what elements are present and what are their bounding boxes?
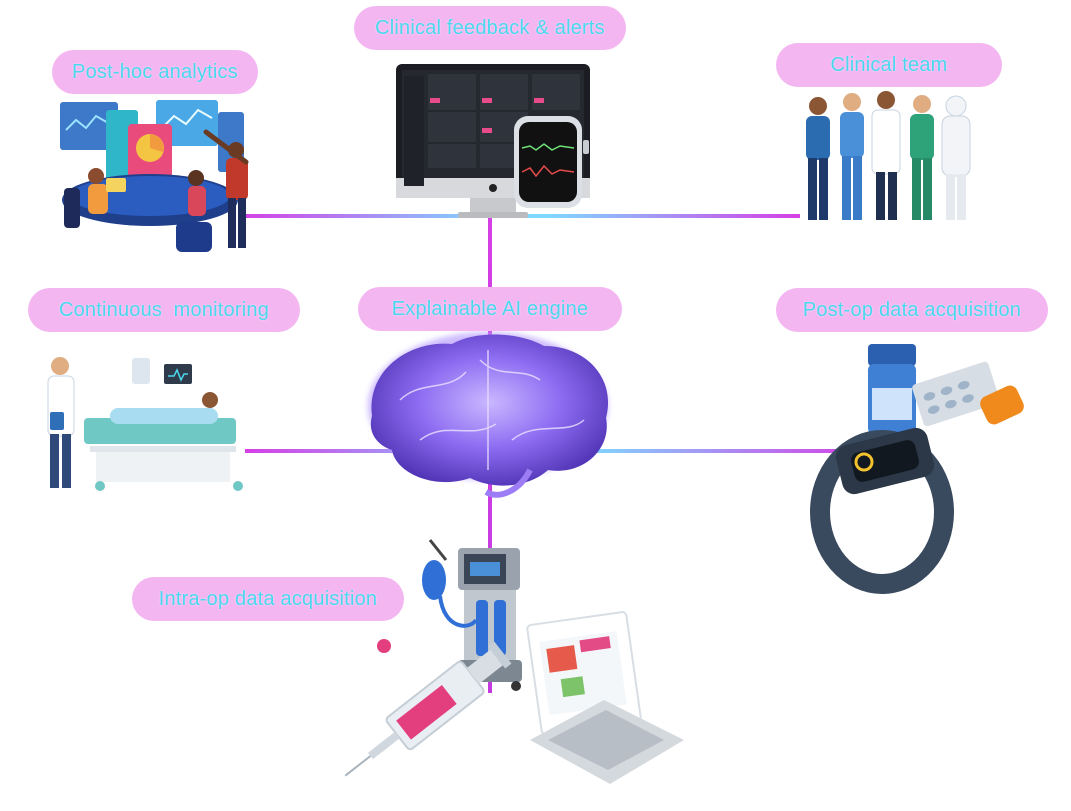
- node-post-op-data-acquisition-label: Post-op data acquisition: [802, 298, 1022, 321]
- continuous-monitoring-illustration: [47, 357, 243, 491]
- post-hoc-analytics-illustration: [60, 100, 249, 252]
- node-intra-op-data-acquisition: Intra-op data acquisition: [132, 577, 404, 621]
- node-continuous-monitoring: Continuous monitoring: [28, 288, 300, 332]
- ai-brain-illustration: [368, 332, 609, 498]
- clinical-team-illustration: [806, 91, 971, 220]
- post-op-acquisition-illustration: [810, 344, 1024, 594]
- node-post-op-data-acquisition: Post-op data acquisition: [776, 288, 1048, 332]
- node-clinical-feedback-alerts: Clinical feedback & alerts: [354, 6, 626, 50]
- node-clinical-team: Clinical team: [776, 43, 1002, 87]
- node-explainable-ai-engine-label: Explainable AI engine: [391, 297, 589, 320]
- node-explainable-ai-engine: Explainable AI engine: [358, 287, 622, 331]
- intra-op-acquisition-illustration: [344, 539, 684, 784]
- dashboard-monitor-illustration: [396, 64, 590, 218]
- node-intra-op-data-acquisition-label: Intra-op data acquisition: [158, 587, 378, 610]
- node-clinical-team-label: Clinical team: [830, 53, 948, 76]
- node-clinical-feedback-alerts-label: Clinical feedback & alerts: [375, 16, 605, 39]
- node-continuous-monitoring-label: Continuous monitoring: [58, 298, 270, 321]
- node-post-hoc-analytics: Post-hoc analytics: [52, 50, 258, 94]
- node-post-hoc-analytics-label: Post-hoc analytics: [72, 60, 238, 83]
